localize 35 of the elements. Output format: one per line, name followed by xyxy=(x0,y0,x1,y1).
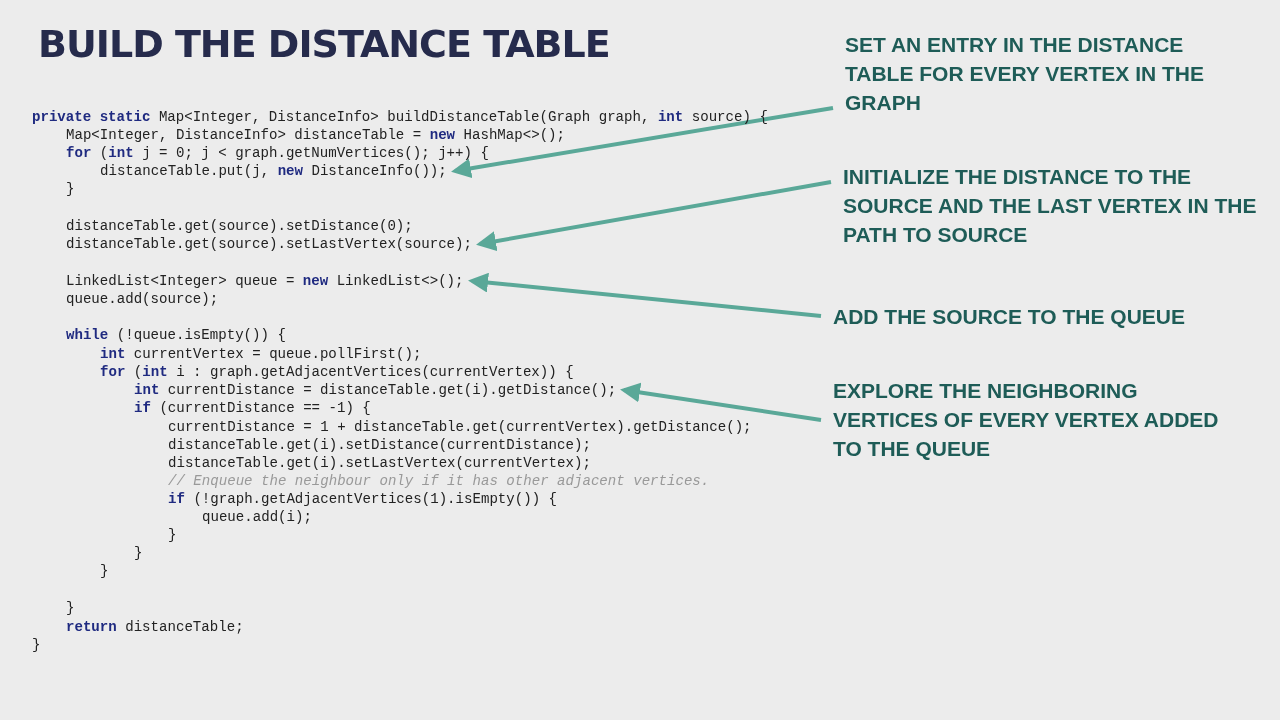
arrow xyxy=(451,106,834,179)
code-line: distanceTable.get(source).setDistance(0); xyxy=(66,217,413,235)
code-line: } xyxy=(168,526,177,544)
code-line: distanceTable.get(i).setDistance(currentDistance); xyxy=(168,436,591,454)
annotation-text: ADD THE SOURCE TO THE QUEUE xyxy=(833,302,1253,331)
code-comment: // Enqueue the neighbour only if it has other adjacent vertices. xyxy=(168,472,710,490)
code-line: } xyxy=(134,544,143,562)
title: BUILD THE DISTANCE TABLE xyxy=(38,22,610,66)
code-line: Map<Integer, DistanceInfo> distanceTable = new HashMap<>(); xyxy=(66,126,565,144)
code-line: while (!queue.isEmpty()) { xyxy=(66,326,286,344)
annotation-text: SET AN ENTRY IN THE DISTANCE TABLE FOR EVERY VERTEX IN THE GRAPH xyxy=(845,30,1245,117)
arrow xyxy=(620,382,822,422)
code-line: distanceTable.get(source).setLastVertex(source); xyxy=(66,235,472,253)
code-line: currentDistance = 1 + distanceTable.get(currentVertex).getDistance(); xyxy=(168,418,752,436)
annotation-text: INITIALIZE THE DISTANCE TO THE SOURCE AND THE LAST VERTEX IN THE PATH TO SOURCE xyxy=(843,162,1263,249)
code-line: for (int i : graph.getAdjacentVertices(currentVertex)) { xyxy=(100,363,574,381)
code-line: int currentDistance = distanceTable.get(i).getDistance(); xyxy=(134,381,617,399)
code-line: LinkedList<Integer> queue = new LinkedList<>(); xyxy=(66,272,464,290)
arrow xyxy=(476,180,832,252)
code-line: } xyxy=(66,599,75,617)
arrow xyxy=(468,272,822,318)
code-line: } xyxy=(32,636,41,654)
code-line: if (currentDistance == -1) { xyxy=(134,399,371,417)
code-line: private static Map<Integer, DistanceInfo> buildDistanceTable(Graph graph, int source) { xyxy=(32,108,768,126)
code-line: for (int j = 0; j < graph.getNumVertices(); j++) { xyxy=(66,144,489,162)
code-line: } xyxy=(100,562,109,580)
annotation-text: EXPLORE THE NEIGHBORING VERTICES OF EVERY VERTEX ADDED TO THE QUEUE xyxy=(833,376,1233,463)
code-line: } xyxy=(66,180,75,198)
code-line: if (!graph.getAdjacentVertices(1).isEmpty()) { xyxy=(168,490,558,508)
code-line: distanceTable.put(j, new DistanceInfo()); xyxy=(100,162,447,180)
code-line: distanceTable.get(i).setLastVertex(currentVertex); xyxy=(168,454,591,472)
code-line: int currentVertex = queue.pollFirst(); xyxy=(100,345,422,363)
code-line: return distanceTable; xyxy=(66,618,244,636)
code-line: queue.add(source); xyxy=(66,290,219,308)
code-line: queue.add(i); xyxy=(202,508,312,526)
